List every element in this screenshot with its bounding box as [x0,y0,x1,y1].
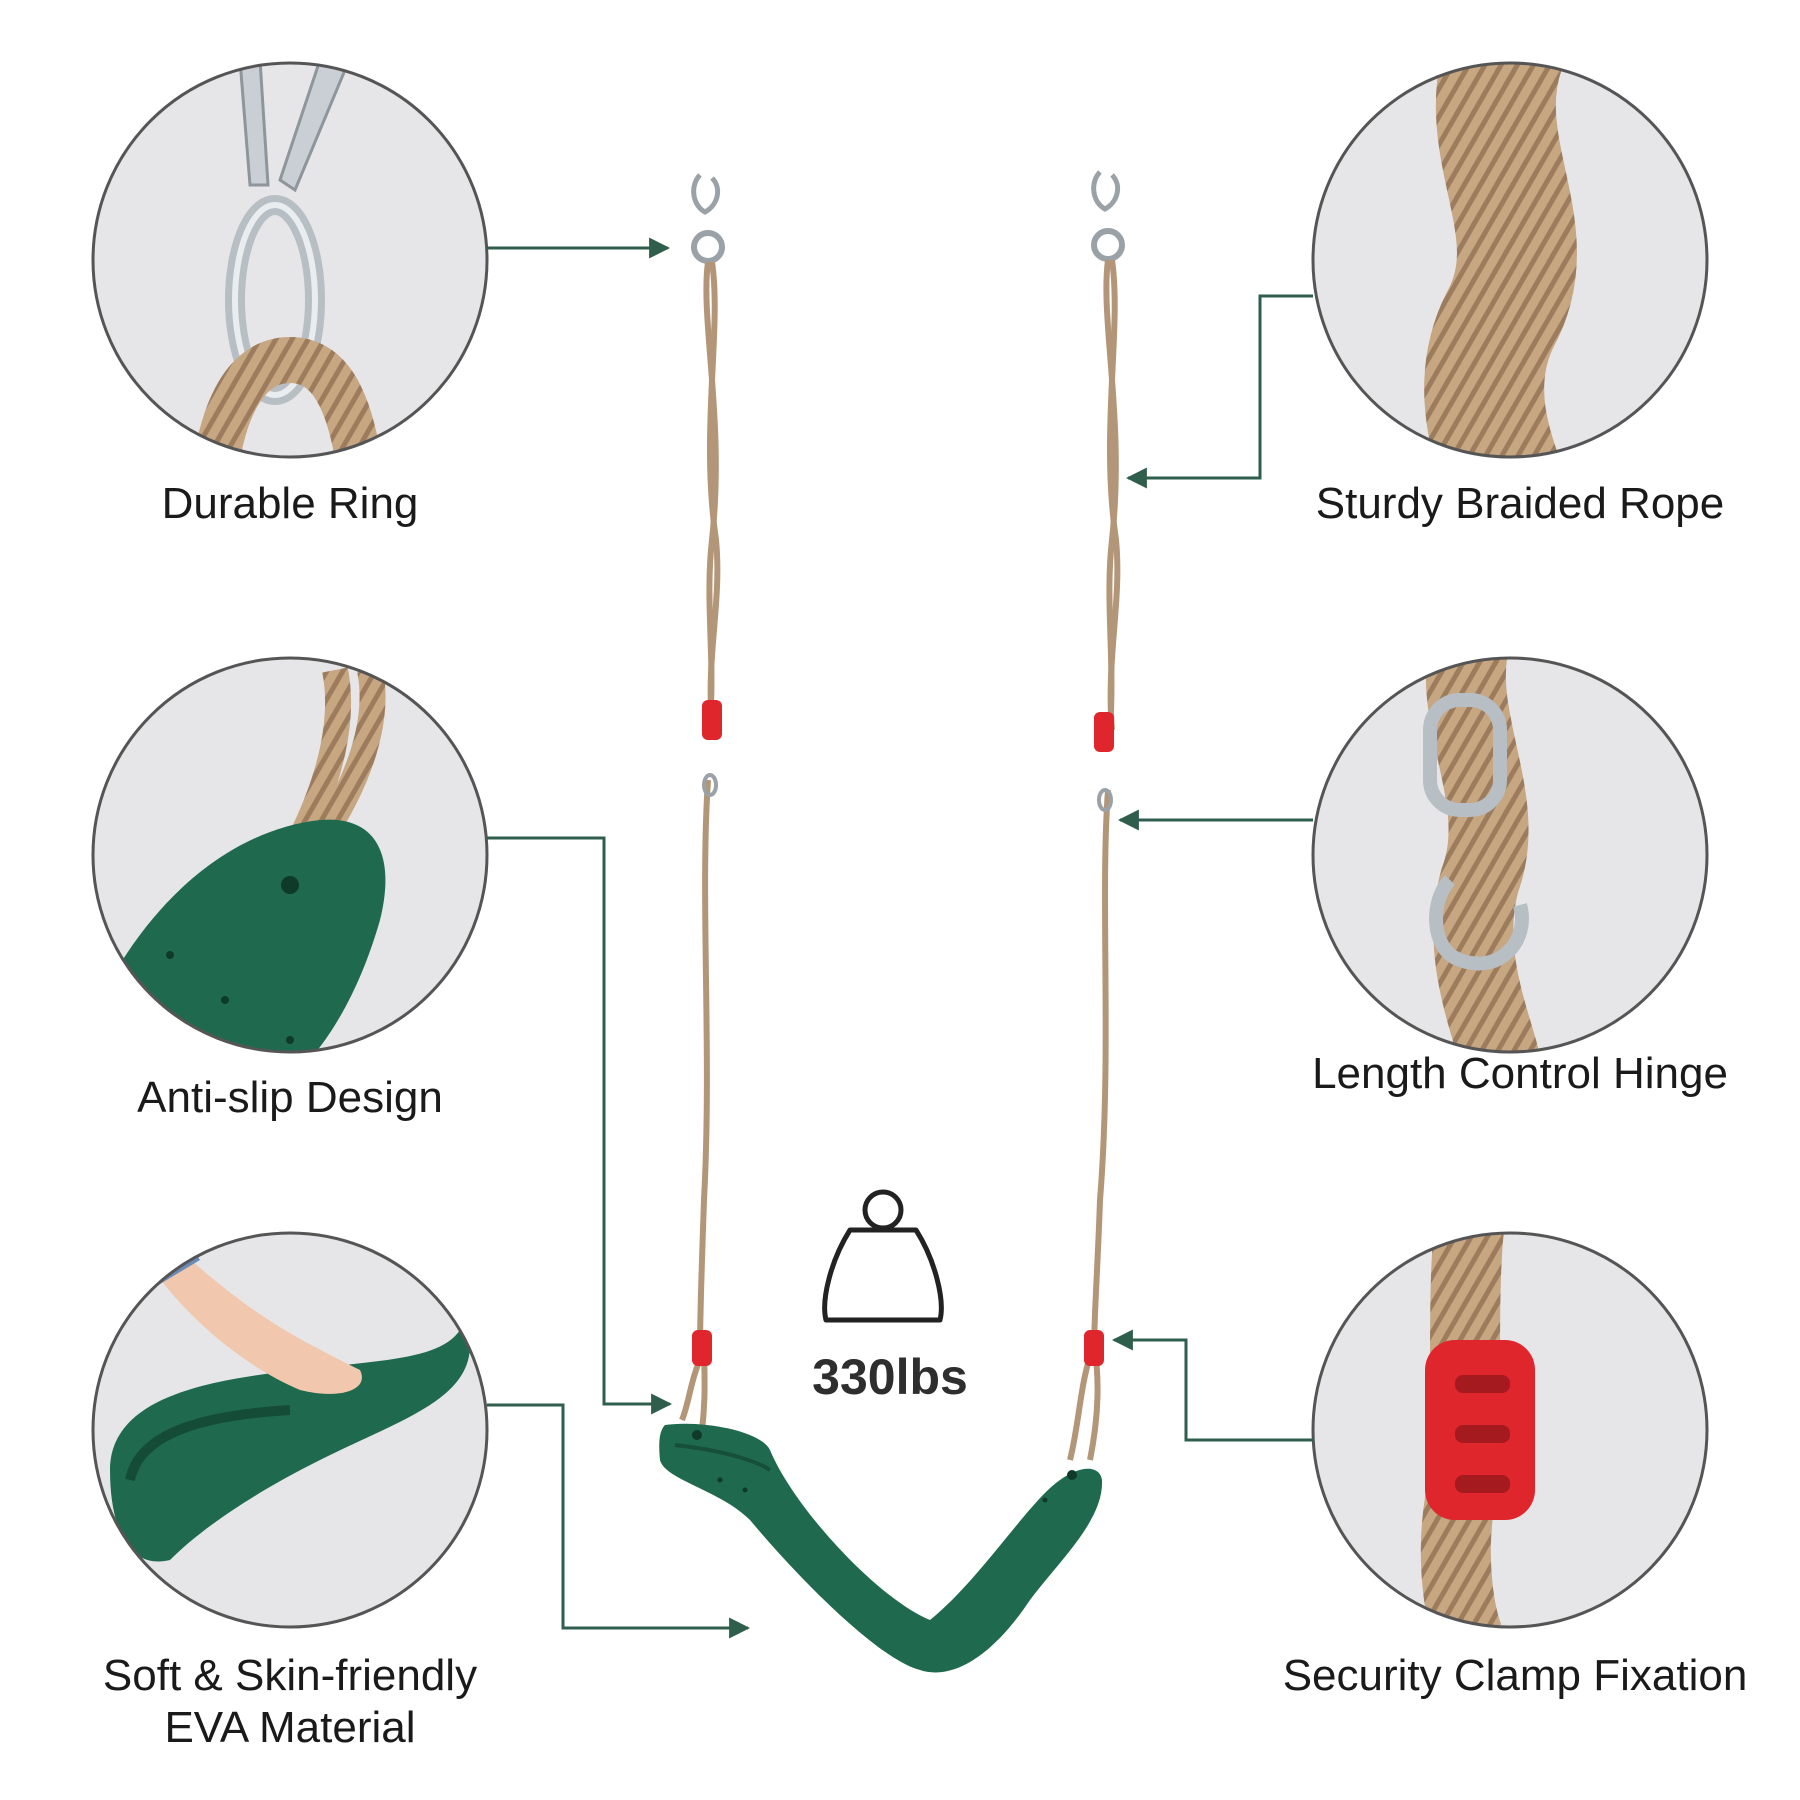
left-hook [691,173,725,264]
right-length-clamp [1094,712,1114,752]
left-rope [679,261,721,1431]
connector-clamp [1111,1329,1313,1442]
connector-eva [487,1403,751,1639]
clamp-detail-circle [1311,1231,1709,1629]
weight-capacity: 330lbs [812,1349,968,1405]
connector-lines [487,237,1313,1639]
braided-rope-label: Sturdy Braided Rope [1315,479,1725,528]
swing-product [659,170,1125,1673]
eva-label-line1: Soft & Skin-friendly [102,1651,478,1700]
connector-rope [1125,294,1313,489]
eva-detail-circle [91,1231,489,1629]
connector-anti-slip [487,836,673,1415]
weight-icon [822,1189,944,1323]
left-bottom-clamp [692,1330,712,1366]
left-hinge [702,773,718,797]
security-clamp-label: Security Clamp Fixation [1282,1651,1748,1700]
anti-slip-label: Anti-slip Design [137,1073,443,1122]
length-hinge-label: Length Control Hinge [1312,1049,1728,1098]
ring-detail-circle [91,61,489,459]
right-hook [1091,170,1125,262]
right-rope [1067,259,1121,1461]
eva-label-line2: EVA Material [164,1703,416,1752]
right-bottom-clamp [1084,1330,1104,1366]
anti-slip-detail-circle [91,656,489,1054]
swing-seat [659,1423,1103,1673]
rope-detail-circle [1311,61,1709,459]
durable-ring-label: Durable Ring [161,479,419,528]
right-hinge [1097,788,1113,812]
hinge-detail-circle [1311,656,1709,1054]
left-length-clamp [702,700,722,740]
